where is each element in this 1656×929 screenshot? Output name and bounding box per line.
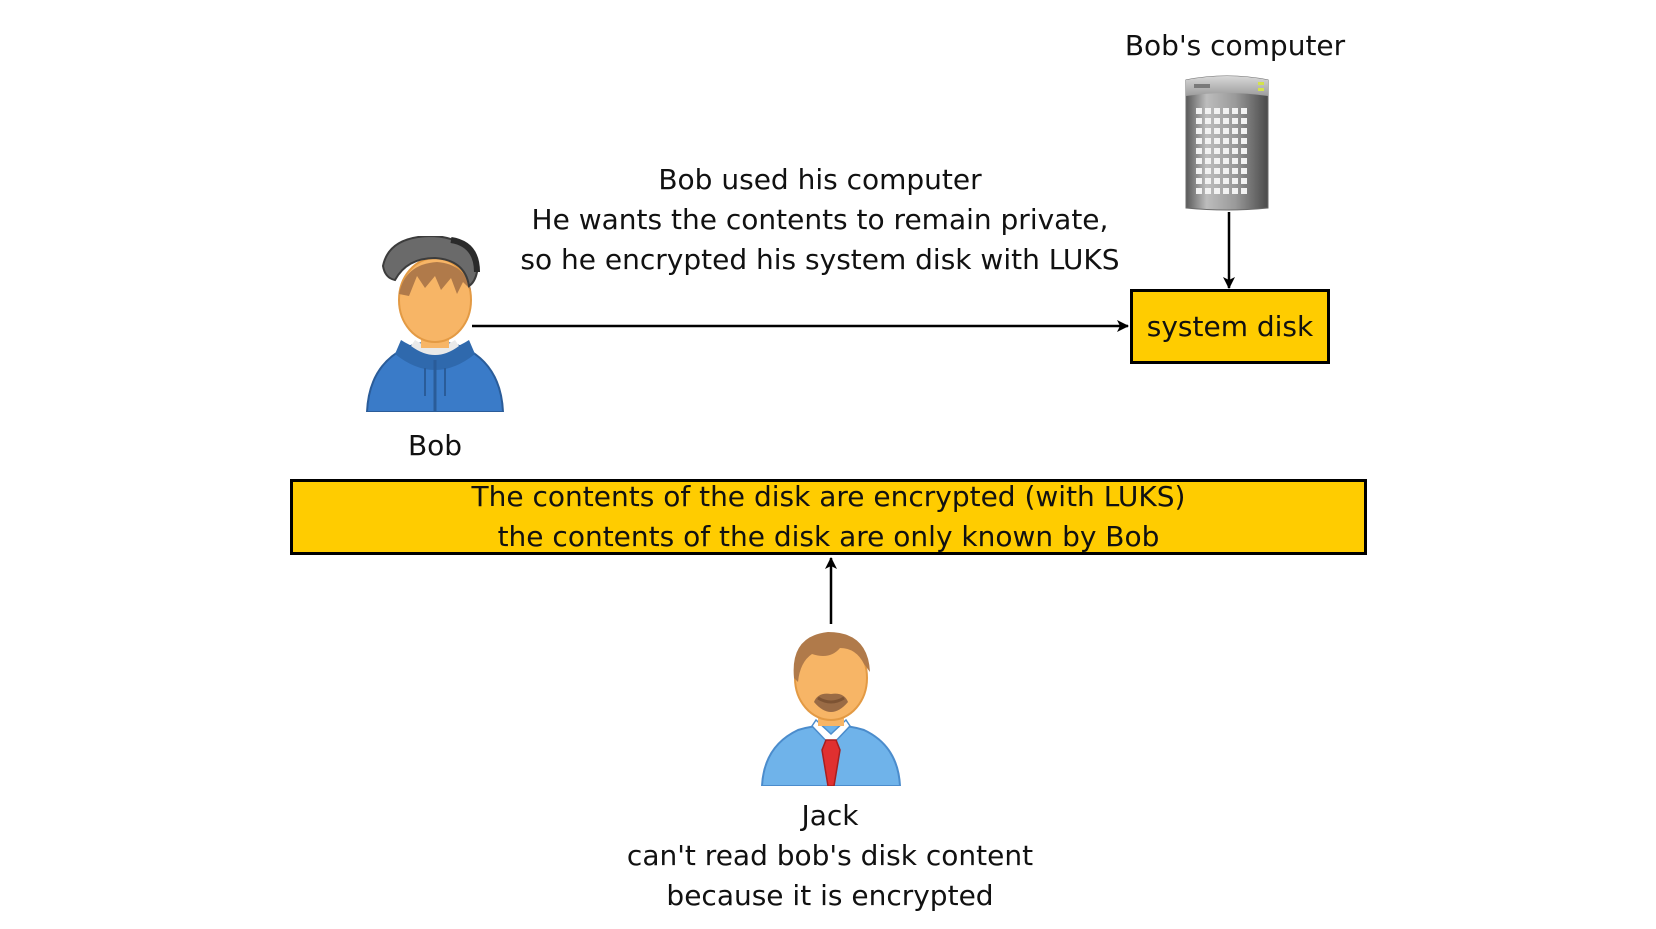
user-tie-icon [760, 632, 902, 786]
disk-contents-line-1: The contents of the disk are encrypted (… [471, 480, 1186, 513]
edge-label-bob-to-disk: Bob used his computer He wants the conte… [520, 160, 1120, 280]
jack-line-1: can't read bob's disk content [626, 839, 1034, 872]
disk-contents-line-2: the contents of the disk are only known … [497, 520, 1160, 553]
jack-label: Jack can't read bob's disk content becau… [580, 796, 1080, 916]
bob-label: Bob [407, 429, 463, 462]
disk-contents-box: The contents of the disk are encrypted (… [290, 479, 1367, 555]
edge-label-line-1: Bob used his computer [658, 163, 982, 196]
system-disk-label: system disk [1146, 309, 1314, 343]
system-disk-box: system disk [1130, 289, 1330, 364]
user-hoodie-icon [365, 236, 505, 412]
jack-line-2: because it is encrypted [666, 879, 994, 912]
computer-label: Bob's computer [1124, 29, 1346, 62]
edge-label-line-3: so he encrypted his system disk with LUK… [520, 243, 1120, 276]
server-tower-icon [1185, 75, 1269, 211]
jack-name: Jack [801, 799, 859, 832]
edge-label-line-2: He wants the contents to remain private, [531, 203, 1109, 236]
